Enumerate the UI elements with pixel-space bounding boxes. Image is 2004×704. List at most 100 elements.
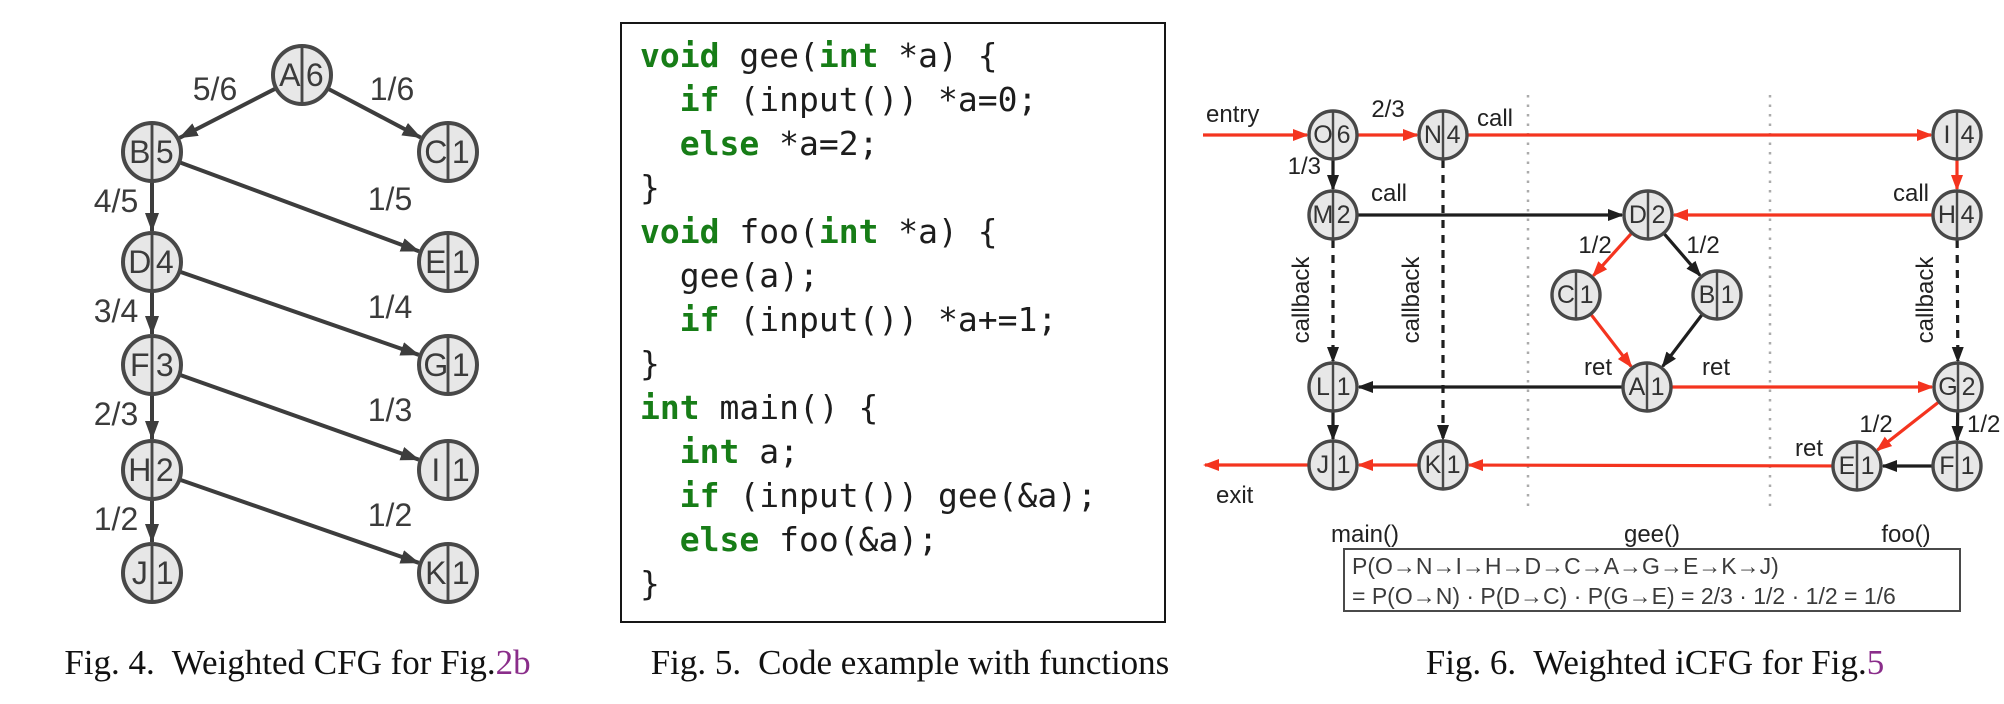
edge-label: 4/5 [94,183,138,219]
node-letter: C [1557,281,1575,309]
edge-H-to-K [179,477,420,565]
edge-B-to-A [1661,313,1704,368]
node-letter: D [1629,201,1647,229]
node-letter: J [1317,451,1330,479]
fig5-caption: Fig. 5.Code example with functions [595,643,1225,699]
code-keyword: int [640,388,700,427]
edge-label: 3/4 [94,293,138,329]
code-text: *a) { [878,212,998,251]
node-letter: F [130,347,150,383]
fig6-caption-number: Fig. 6. [1425,643,1517,682]
edge-label: 1/3 [368,392,412,428]
code-text: (input()) *a=0; [719,80,1038,119]
edge-label: 1/4 [368,289,412,325]
node-count: 4 [156,244,174,280]
node-letter: N [1424,121,1442,149]
fig5-caption-number: Fig. 5. [650,643,742,682]
region-label-gee: gee() [1624,521,1680,548]
edge-label: 1/2 [1686,232,1719,259]
code-text: foo(&a); [759,520,939,559]
callback-label: callback [1288,256,1315,344]
fig4-caption: Fig. 4.Weighted CFG for Fig.2b [10,643,585,699]
node-count: 1 [452,134,470,170]
edge-label: 1/2 [1967,411,2000,438]
formula-line-2: = P(O→N) · P(D→C) · P(G→E) = 2/3 · 1/2 ·… [1352,583,1896,609]
code-keyword: else [679,520,760,559]
probability-formula-box: P(O→N→I→H→D→C→A→G→E→K→J) = P(O→N) · P(D→… [1343,548,1961,612]
fig4-caption-number: Fig. 4. [64,643,155,682]
node-letter: K [425,555,446,591]
code-text: *a) { [878,36,998,75]
node-letter: I [1943,121,1950,149]
edge-label: exit [1216,482,1254,509]
code-keyword: int [818,36,879,75]
code-keyword: if [679,476,720,515]
edge-label: ret [1795,435,1823,462]
edge-D-to-B [1663,232,1702,277]
code-keyword: if [679,300,720,339]
edge-A-to-C [327,87,422,140]
edge-label: ret [1584,354,1612,381]
edge-label: 1/2 [1578,232,1611,259]
edge-label: 1/2 [94,501,138,537]
node-letter: F [1939,452,1954,480]
node-letter: D [128,244,151,280]
code-text [640,124,680,163]
node-count: 3 [156,347,174,383]
code-text: } [640,168,660,207]
code-text: (input()) gee(&a); [719,476,1097,515]
code-keyword: if [679,80,720,119]
node-count: 1 [1447,451,1461,479]
code-text [640,520,680,559]
node-count: 2 [156,452,174,488]
edge-label: 2/3 [94,396,138,432]
code-text: main() { [699,388,879,427]
edge-label: 2/3 [1371,96,1404,123]
code-text: gee(a); [640,256,819,295]
node-count: 1 [156,555,174,591]
node-count: 1 [452,452,470,488]
edge-F-to-I [179,373,420,462]
node-count: 5 [156,134,174,170]
code-text [640,80,680,119]
edge-D-to-G [179,269,420,357]
code-box: void gee(int *a) { if (input()) *a=0; el… [620,22,1166,623]
node-count: 1 [1721,281,1735,309]
fig6-caption-ref-link[interactable]: 5 [1866,643,1885,682]
code-text: *a=2; [759,124,879,163]
node-count: 6 [1337,121,1351,149]
edge-label: ret [1702,354,1730,381]
callback-label: callback [1912,256,1939,344]
node-count: 1 [1337,451,1351,479]
fig4-caption-ref-link[interactable]: 2b [495,643,531,682]
node-letter: C [424,134,447,170]
node-letter: G [1938,373,1957,401]
code-text: } [640,344,660,383]
code-keyword: int [679,432,740,471]
node-letter: O [1313,121,1332,149]
node-letter: I [431,452,440,488]
edge-D-to-C [1592,232,1633,278]
node-count: 1 [1651,373,1665,401]
edge-label: 1/6 [370,71,414,107]
edge-B-to-E [179,160,420,254]
node-letter: K [1425,451,1442,479]
